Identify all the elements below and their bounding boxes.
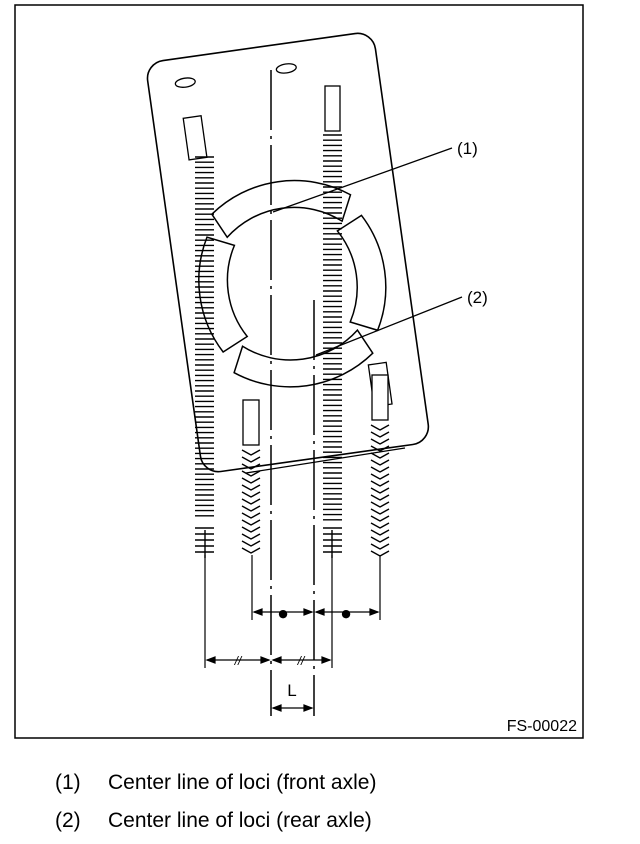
track-chevron-rear-left (241, 526, 261, 533)
legend-text: Center line of loci (rear axle) (108, 809, 372, 832)
figure-frame (14, 4, 584, 739)
legend-item-rear-axle: (2) Center line of loci (rear axle) (55, 808, 372, 834)
track-chevron-rear-left (241, 484, 261, 491)
track-chevron-rear-right (370, 501, 390, 508)
figure-code: FS-00022 (507, 718, 577, 735)
track-chevron-rear-right (370, 466, 390, 473)
track-chevron-rear-right (370, 529, 390, 536)
track-chevron-rear-left (241, 463, 261, 470)
track-chevron-rear-left (241, 505, 261, 512)
track-chevron-rear-left (241, 547, 261, 554)
track-chevron-rear-right (370, 445, 390, 452)
track-chevron-rear-left (241, 519, 261, 526)
track-chevron-rear-right (370, 480, 390, 487)
track-chevron-rear-left (241, 512, 261, 519)
track-chevron-rear-right (370, 459, 390, 466)
diagram-figure: ● ● // // L (1) (2) FS-00022 (14, 4, 584, 739)
track-slot-rear-right (371, 374, 389, 421)
legend-text: Center line of loci (front axle) (108, 771, 377, 794)
leader-line-rear (245, 447, 406, 474)
track-chevron-rear-right (370, 487, 390, 494)
track-chevron-rear-left (241, 491, 261, 498)
track-chevron-rear-left (241, 456, 261, 463)
track-chevron-rear-right (370, 494, 390, 501)
track-chevron-rear-right (370, 473, 390, 480)
legend-item-front-axle: (1) Center line of loci (front axle) (55, 770, 376, 796)
track-chevron-rear-left (241, 449, 261, 456)
track-chevron-rear-left (241, 540, 261, 547)
track-chevron-rear-right (370, 543, 390, 550)
track-chevron-rear-right (370, 452, 390, 459)
track-chevron-rear-right (370, 424, 390, 431)
track-chevron-rear-left (241, 533, 261, 540)
track-chevron-rear-right (370, 522, 390, 529)
track-chevron-rear-right (370, 536, 390, 543)
track-chevron-rear-left (241, 470, 261, 477)
ring-segment-right (336, 214, 387, 332)
track-chevron-rear-right (370, 515, 390, 522)
legend-number: (1) (55, 771, 81, 794)
ring-segment-left (198, 236, 249, 353)
equal-slash-right: // (297, 654, 306, 668)
gauge-plate (146, 32, 430, 473)
equal-dot-left: ● (278, 607, 288, 620)
plate-outline (146, 32, 430, 473)
dimension-extension-lines (204, 555, 381, 668)
leader-line-2 (315, 296, 463, 356)
track-chevron-rear-right (370, 438, 390, 445)
ring-segment-bottom (233, 328, 374, 388)
track-chevron-rear-left (241, 498, 261, 505)
tyre-tracks (195, 134, 390, 558)
callout-2: (2) (467, 288, 488, 307)
plate-slot-top-left (182, 115, 208, 161)
track-slot-front-right (324, 85, 341, 132)
track-chevron-rear-right (370, 508, 390, 515)
plate-hole-right (275, 63, 297, 74)
plate-hole-left (174, 77, 196, 88)
leader-line-1 (272, 147, 453, 213)
track-chevron-rear-right (370, 431, 390, 438)
callout-1: (1) (457, 139, 478, 158)
track-slot-rear-left (242, 399, 260, 446)
dimension-label-L: L (287, 681, 296, 700)
equal-slash-left: // (234, 654, 243, 668)
equal-dot-right: ● (341, 607, 351, 620)
track-chevron-rear-left (241, 477, 261, 484)
ring-segment-top (210, 179, 352, 239)
legend-number: (2) (55, 809, 81, 832)
